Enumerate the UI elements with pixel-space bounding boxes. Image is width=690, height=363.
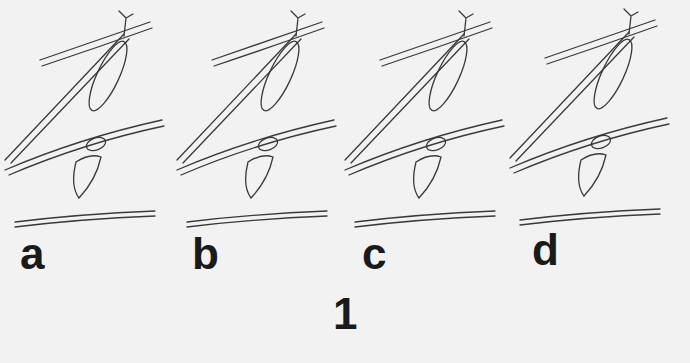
wing-sketch xyxy=(510,9,669,225)
panel-letter: a xyxy=(20,232,44,276)
figure-number: 1 xyxy=(333,292,357,336)
panel-letter: c xyxy=(362,232,386,276)
wing-sketch xyxy=(5,11,164,227)
panel-letter: d xyxy=(532,228,559,272)
wing-sketch xyxy=(177,11,336,227)
panel-letter: b xyxy=(192,232,219,276)
wing-sketch xyxy=(345,11,504,227)
